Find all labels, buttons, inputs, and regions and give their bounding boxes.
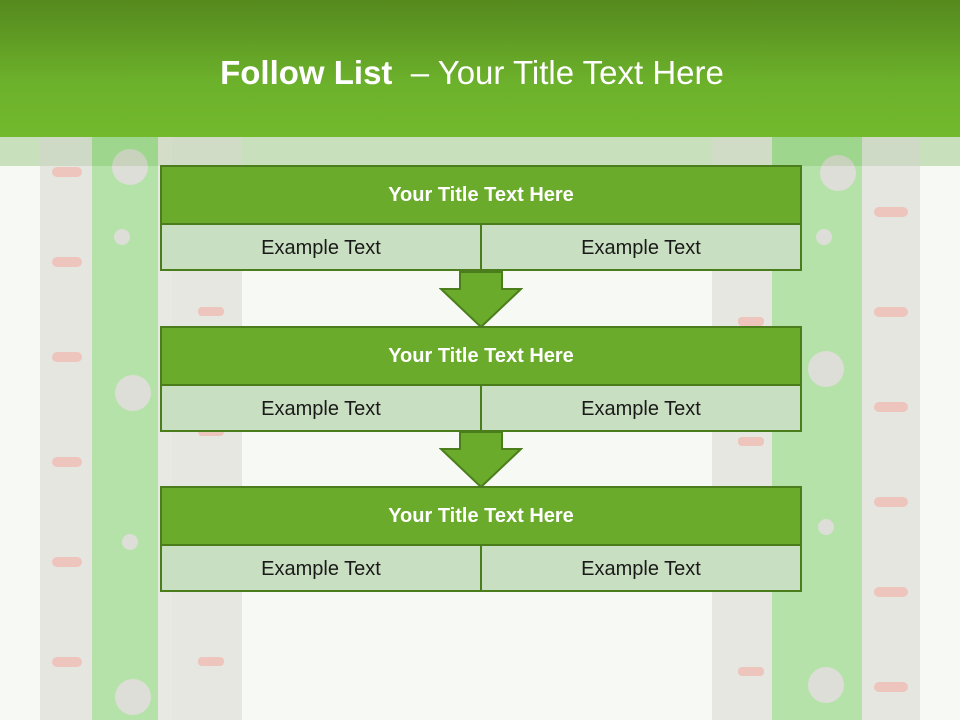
step-box-2: Your Title Text Here Example Text Exampl… [160, 326, 802, 432]
step-title: Your Title Text Here [162, 167, 800, 225]
step-cell-left: Example Text [261, 557, 381, 580]
step-cell-right: Example Text [480, 546, 800, 592]
down-arrow-icon [439, 271, 523, 329]
step-cell-left: Example Text [261, 397, 381, 420]
down-arrow-icon [439, 431, 523, 489]
step-box-1: Your Title Text Here Example Text Exampl… [160, 165, 802, 271]
step-title: Your Title Text Here [162, 488, 800, 546]
step-title: Your Title Text Here [162, 328, 800, 386]
slide-title-bold: Follow List [220, 54, 393, 91]
step-cell-left: Example Text [261, 236, 381, 259]
title-banner: Follow List – Your Title Text Here [0, 0, 960, 137]
step-cell-right: Example Text [480, 386, 800, 432]
slide-title-rest: – Your Title Text Here [410, 54, 724, 91]
slide-title: Follow List – Your Title Text Here [0, 54, 944, 92]
step-cell-right: Example Text [480, 225, 800, 271]
step-box-3: Your Title Text Here Example Text Exampl… [160, 486, 802, 592]
